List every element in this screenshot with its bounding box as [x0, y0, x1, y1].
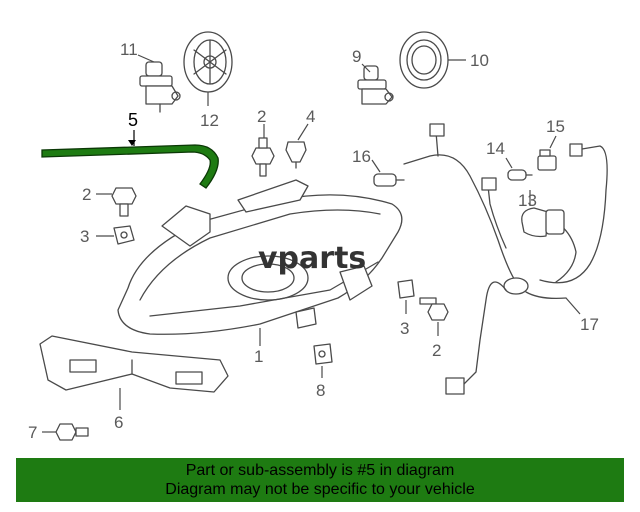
callout-2-right: 2 — [432, 341, 441, 360]
bulb-14 — [507, 169, 533, 181]
callout-13: 13 — [518, 191, 537, 210]
callout-7: 7 — [28, 423, 37, 442]
clip-3-left — [113, 225, 135, 245]
callout-14: 14 — [486, 139, 505, 158]
info-banner: Part or sub-assembly is #5 in diagram Di… — [16, 458, 624, 502]
bulb-13 — [521, 207, 565, 238]
socket-cap-12 — [183, 31, 233, 93]
callout-12: 12 — [200, 111, 219, 130]
clip-3-right — [397, 279, 415, 299]
clip-4 — [285, 141, 307, 169]
banner-line-2: Diagram may not be specific to your vehi… — [165, 481, 475, 498]
callout-4: 4 — [306, 107, 315, 126]
callout-2-left: 2 — [82, 185, 91, 204]
callout-1: 1 — [254, 347, 263, 366]
headlamp-assembly-1 — [117, 179, 403, 335]
clip-8 — [313, 343, 333, 365]
callout-10: 10 — [470, 51, 489, 70]
rubber-cap-10 — [399, 31, 449, 89]
callout-5: 5 — [128, 110, 138, 130]
callout-3-right: 3 — [400, 319, 409, 338]
callout-2-top: 2 — [257, 107, 266, 126]
callout-8: 8 — [316, 381, 325, 400]
lower-trim-6 — [39, 335, 229, 393]
callout-6: 6 — [114, 413, 123, 432]
vparts-watermark: vparts — [258, 241, 366, 276]
callout-11: 11 — [120, 40, 138, 59]
wiring-harness-17 — [403, 123, 608, 395]
callout-17: 17 — [580, 315, 599, 334]
screw-7 — [55, 423, 89, 441]
socket-15 — [537, 149, 557, 171]
bulb-9 — [357, 65, 394, 105]
screw-2-top — [251, 137, 275, 177]
seal-strip-5 — [41, 144, 219, 189]
screw-2-left — [111, 187, 137, 217]
callout-3-left: 3 — [80, 227, 89, 246]
callout-16: 16 — [352, 147, 371, 166]
screw-2-right — [419, 297, 449, 321]
callout-15: 15 — [546, 117, 565, 136]
parts-diagram: 11 12 9 10 5 2 4 — [28, 31, 608, 442]
bulb-16 — [373, 173, 405, 187]
banner-line-1: Part or sub-assembly is #5 in diagram — [185, 462, 455, 479]
callout-9: 9 — [352, 47, 361, 66]
callout-5-arrow — [128, 140, 136, 146]
bulb-11 — [139, 61, 181, 113]
